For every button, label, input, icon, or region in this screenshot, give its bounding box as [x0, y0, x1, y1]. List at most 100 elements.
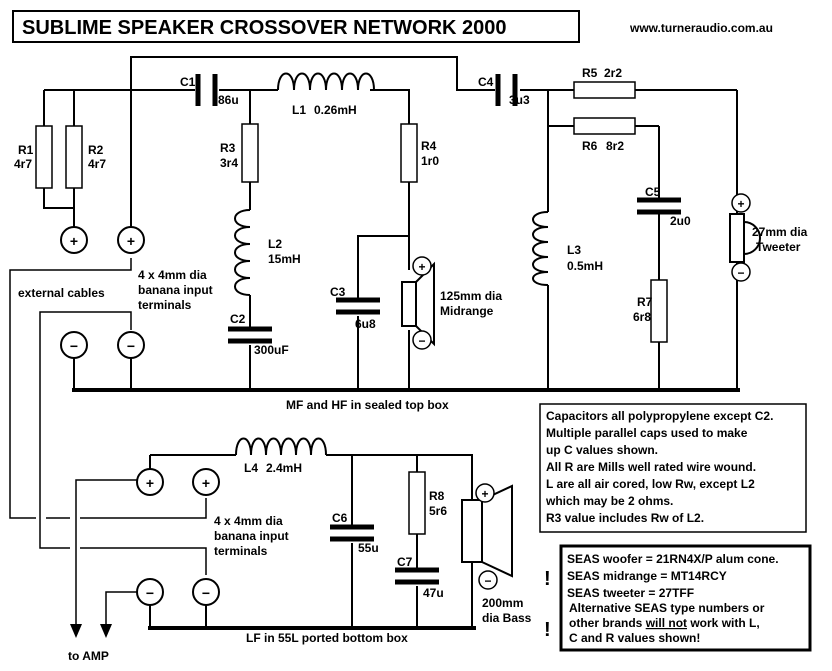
- svg-text:+: +: [481, 487, 488, 501]
- svg-text:+: +: [202, 475, 210, 491]
- svg-text:R2: R2: [88, 143, 104, 157]
- svg-text:−: −: [146, 585, 154, 601]
- svg-text:−: −: [737, 266, 744, 280]
- svg-text:6u8: 6u8: [355, 317, 376, 331]
- lower-terminals: + + − − 4 x 4mm dia banana input termina…: [136, 468, 289, 606]
- resistor-r8: R8 5r6: [408, 471, 447, 535]
- resistor-r2: R2 4r7: [65, 125, 106, 189]
- svg-text:300uF: 300uF: [254, 343, 289, 357]
- capacitor-c4: C4 3u3: [478, 74, 530, 107]
- svg-text:SEAS tweeter = 27TFF: SEAS tweeter = 27TFF: [567, 586, 694, 600]
- svg-text:+: +: [127, 233, 135, 249]
- svg-text:2r2: 2r2: [604, 66, 622, 80]
- upper-terminals: + + − − 4 x 4mm dia banana input termina…: [60, 226, 213, 359]
- svg-text:C4: C4: [478, 75, 494, 89]
- svg-text:C5: C5: [645, 185, 661, 199]
- svg-text:3u3: 3u3: [509, 93, 530, 107]
- warning-mark-1: !: [544, 568, 551, 590]
- svg-text:R3: R3: [220, 141, 236, 155]
- svg-text:SEAS midrange = MT14RCY: SEAS midrange = MT14RCY: [567, 569, 727, 583]
- capacitor-c5: C5 2u0: [637, 185, 691, 228]
- svg-text:other brands will not work wit: other brands will not work with L,: [569, 616, 760, 630]
- svg-text:L1: L1: [292, 103, 306, 117]
- resistor-r3: R3 3r4: [220, 123, 259, 183]
- svg-text:Alternative SEAS type numbers: Alternative SEAS type numbers or: [569, 601, 765, 615]
- svg-text:−: −: [484, 574, 491, 588]
- inductor-l4: L4 2.4mH: [235, 437, 327, 475]
- mf-hf-wiring: [43, 56, 740, 392]
- resistor-r7: R7 6r8: [633, 279, 668, 343]
- svg-text:0.26mH: 0.26mH: [314, 103, 357, 117]
- svg-text:−: −: [418, 334, 425, 348]
- svg-text:R8: R8: [429, 489, 445, 503]
- lf-box-label: LF in 55L ported bottom box: [246, 631, 408, 645]
- bass-driver: + − 200mm dia Bass: [461, 483, 532, 625]
- capacitor-c3: C3 6u8: [330, 285, 380, 331]
- svg-text:1r0: 1r0: [421, 154, 439, 168]
- title-box: [12, 10, 580, 43]
- resistor-r1: R1 4r7: [14, 125, 53, 189]
- lf-wiring: [148, 454, 476, 630]
- svg-text:C6: C6: [332, 511, 348, 525]
- svg-text:dia Bass: dia Bass: [482, 611, 532, 625]
- midrange-driver: + − 125mm dia Midrange: [401, 256, 502, 350]
- to-amp-label: to AMP: [68, 649, 109, 663]
- svg-text:15mH: 15mH: [268, 252, 301, 266]
- svg-text:L2: L2: [268, 237, 282, 251]
- svg-text:+: +: [418, 260, 425, 274]
- capacitor-c6: C6 55u: [330, 511, 379, 555]
- svg-text:2u0: 2u0: [670, 214, 691, 228]
- svg-text:R1: R1: [18, 143, 34, 157]
- resistor-r4: R4 1r0: [400, 123, 439, 183]
- svg-text:banana input: banana input: [138, 283, 213, 297]
- svg-text:L4: L4: [244, 461, 258, 475]
- resistor-r6: R6 8r2: [573, 117, 636, 153]
- svg-text:0.5mH: 0.5mH: [567, 259, 603, 273]
- svg-text:All R are Mills well rated wir: All R are Mills well rated wire wound.: [546, 460, 756, 474]
- svg-text:R4: R4: [421, 139, 437, 153]
- inductor-l1: L1 0.26mH: [277, 72, 376, 117]
- svg-text:+: +: [146, 475, 154, 491]
- svg-text:L3: L3: [567, 243, 581, 257]
- warning-mark-2: !: [544, 619, 551, 641]
- page-title: SUBLIME SPEAKER CROSSOVER NETWORK 2000: [22, 17, 507, 39]
- svg-text:47u: 47u: [423, 586, 444, 600]
- svg-text:banana input: banana input: [214, 529, 289, 543]
- svg-text:−: −: [127, 338, 135, 354]
- svg-text:terminals: terminals: [214, 544, 268, 558]
- svg-text:up C values shown.: up C values shown.: [546, 443, 658, 457]
- svg-text:2.4mH: 2.4mH: [266, 461, 302, 475]
- mf-hf-box-label: MF and HF in sealed top box: [286, 398, 449, 412]
- svg-text:125mm dia: 125mm dia: [440, 289, 502, 303]
- svg-text:C7: C7: [397, 555, 413, 569]
- inductor-l2: L2 15mH: [234, 209, 301, 296]
- svg-text:−: −: [70, 338, 78, 354]
- external-cable-wiring: external cables to AMP: [9, 258, 207, 663]
- svg-text:SEAS woofer = 21RN4X/P alum co: SEAS woofer = 21RN4X/P alum cone.: [567, 552, 779, 566]
- svg-text:Tweeter: Tweeter: [756, 240, 801, 254]
- svg-text:200mm: 200mm: [482, 596, 523, 610]
- svg-text:R3 value includes Rw of L2.: R3 value includes Rw of L2.: [546, 511, 704, 525]
- svg-text:Capacitors all polypropylene e: Capacitors all polypropylene except C2.: [546, 409, 773, 423]
- svg-text:4r7: 4r7: [14, 157, 32, 171]
- svg-text:−: −: [202, 585, 210, 601]
- svg-text:C and R values shown!: C and R values shown!: [569, 631, 700, 645]
- tweeter-driver: + − 27mm dia Tweeter: [729, 193, 808, 282]
- svg-text:55u: 55u: [358, 541, 379, 555]
- notes-box: [539, 403, 807, 533]
- svg-text:8r2: 8r2: [606, 139, 624, 153]
- svg-text:terminals: terminals: [138, 298, 192, 312]
- svg-text:6r8: 6r8: [633, 310, 651, 324]
- svg-text:27mm dia: 27mm dia: [752, 225, 808, 239]
- seas-box: [559, 544, 812, 652]
- external-cables-label: external cables: [18, 286, 105, 300]
- svg-text:+: +: [737, 197, 744, 211]
- svg-text:R6: R6: [582, 139, 598, 153]
- svg-text:C2: C2: [230, 312, 246, 326]
- svg-text:4 x 4mm dia: 4 x 4mm dia: [138, 268, 207, 282]
- svg-text:5r6: 5r6: [429, 504, 447, 518]
- svg-text:L are all air cored, low Rw, e: L are all air cored, low Rw, except L2: [546, 477, 755, 491]
- svg-text:Multiple parallel caps used to: Multiple parallel caps used to make: [546, 426, 748, 440]
- seas-list: SEAS woofer = 21RN4X/P alum cone. SEAS m…: [567, 552, 779, 645]
- svg-text:R7: R7: [637, 295, 653, 309]
